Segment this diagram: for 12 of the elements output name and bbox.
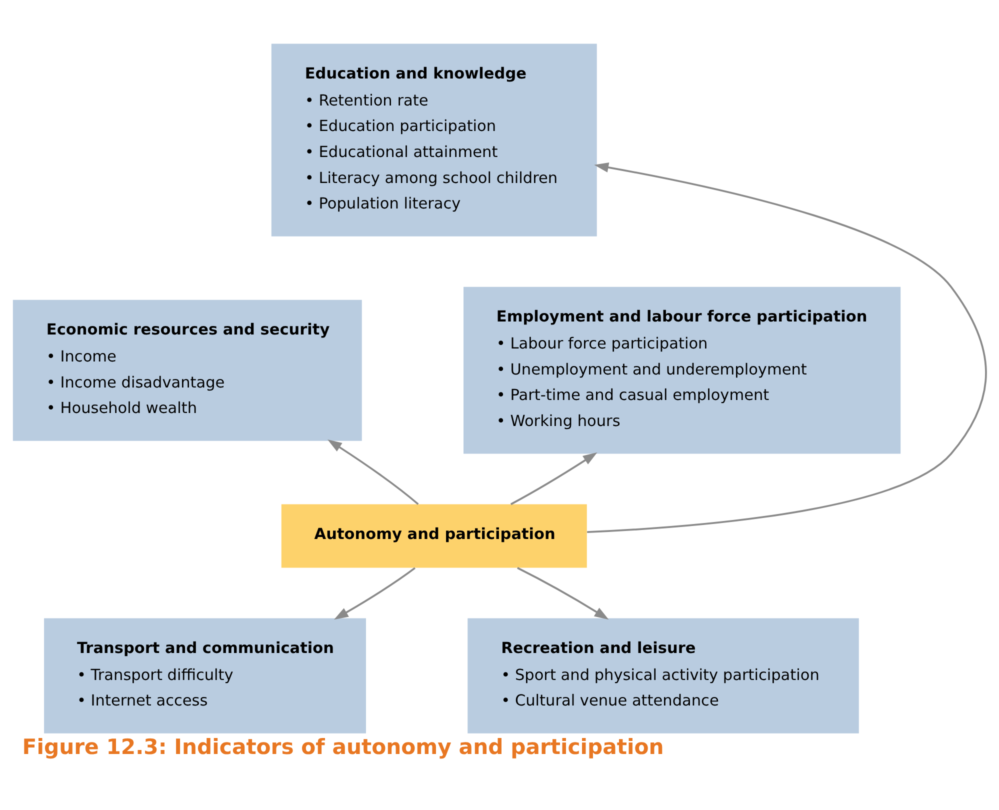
node-box: Transport and communication • Transport difficulty • Internet access	[44, 618, 366, 734]
caption: Figure 12.3: Indicators of autonomy and participation	[22, 734, 664, 759]
arrow	[334, 567, 416, 620]
arrow	[587, 162, 987, 534]
arrow	[328, 439, 419, 505]
arrow	[510, 452, 598, 506]
node-box: Recreation and leisure • Sport and physical activity participation • Cultural venue attendance	[468, 618, 859, 734]
node-box: Education and knowledge • Retention rate • Education participation • Educational attainment • Literacy among school children • Population literacy	[271, 44, 597, 236]
node-box: Employment and labour force participation • Labour force participation • Unemployment and underemployment • Part-time and casual employment • Working hours	[464, 286, 901, 454]
node-box: Autonomy and participation	[281, 504, 587, 568]
node-box: Economic resources and security • Income • Income disadvantage • Household wealth	[12, 300, 362, 441]
arrow	[517, 567, 609, 620]
